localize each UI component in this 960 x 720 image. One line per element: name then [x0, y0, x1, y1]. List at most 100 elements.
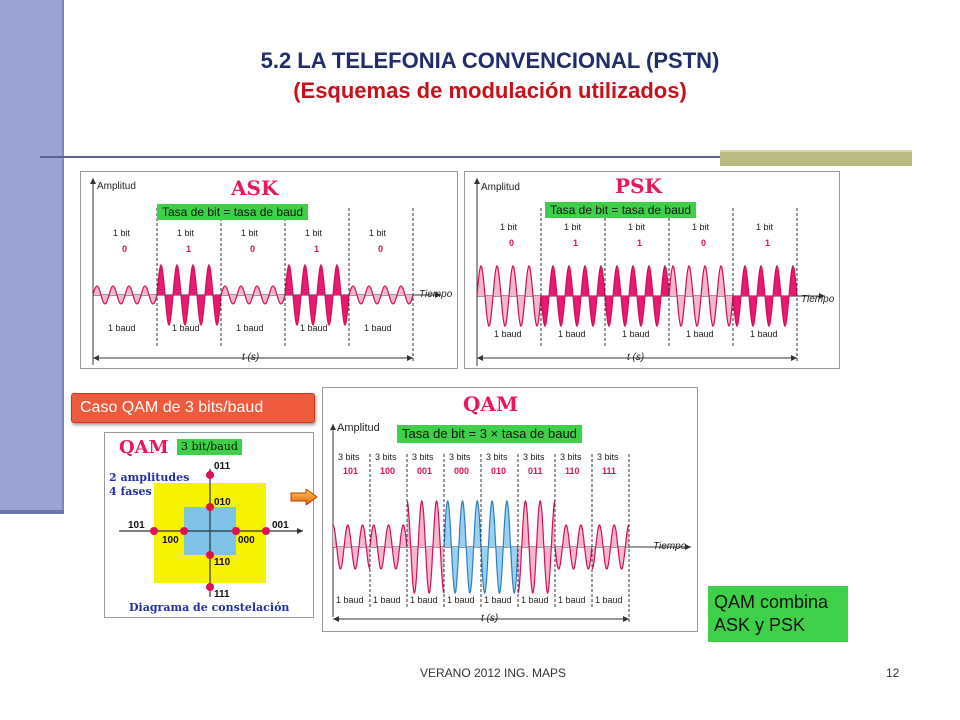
ask-t-label: t (s) — [242, 352, 260, 363]
psk-bit-value: 0 — [509, 238, 515, 248]
constellation-point-label: 011 — [214, 461, 231, 472]
qam-time-axis-arrow — [685, 544, 691, 550]
slide-title-line1: 5.2 LA TELEFONIA CONVENCIONAL (PSTN) — [260, 48, 720, 73]
qam-note-line2: ASK y PSK — [714, 615, 806, 635]
qam-signal-segment — [332, 524, 371, 570]
ask-duration-arrow-right — [407, 355, 413, 361]
qam-signal-fill — [370, 525, 407, 569]
ask-diagram: ASK Amplitud Tasa de bit = tasa de baud … — [80, 171, 458, 369]
qam-signal-segment — [554, 524, 593, 570]
qam-bits-label: 3 bits — [486, 452, 508, 462]
qam-symbol-value: 000 — [454, 466, 470, 476]
qam-signal-fill — [555, 525, 592, 569]
qam-baud-label: 1 baud — [410, 595, 438, 605]
ask-baud-label: 1 baud — [172, 323, 200, 333]
constellation-point-label: 111 — [214, 589, 230, 600]
qam-symbol-value: 101 — [343, 466, 359, 476]
qam-waveform-svg — [330, 424, 691, 623]
psk-bit-value: 1 — [765, 238, 771, 248]
ask-amplitude-label: Amplitud — [97, 181, 136, 192]
constellation-point — [206, 503, 214, 511]
qam-bits-label: 3 bits — [597, 452, 619, 462]
ask-baud-label: 1 baud — [236, 323, 264, 333]
psk-bit-label: 1 bit — [692, 222, 710, 232]
qam-time-label: Tiempo — [653, 541, 687, 552]
qam-bits-label: 3 bits — [523, 452, 545, 462]
ask-bit-label: 1 bit — [305, 228, 323, 238]
slide-page-number: 12 — [886, 666, 900, 680]
qam-rate-box: Tasa de bit = 3 × tasa de baud — [397, 425, 582, 443]
left-accent-bar — [0, 0, 64, 513]
qam-baud-label: 1 baud — [373, 595, 401, 605]
ask-bit-value: 0 — [378, 244, 384, 254]
ask-bit-label: 1 bit — [241, 228, 259, 238]
psk-signal-segment — [604, 264, 670, 328]
constellation-svg — [119, 469, 303, 597]
psk-baud-label: 1 baud — [750, 329, 778, 339]
qam-signal-segment — [591, 524, 630, 570]
constellation-desc-line2: 4 fases — [109, 485, 152, 498]
constellation-point — [150, 527, 158, 535]
constellation-point-label: 100 — [162, 535, 179, 546]
ask-signal-segment — [92, 285, 158, 305]
psk-bit-value: 0 — [701, 238, 707, 248]
psk-bit-label: 1 bit — [500, 222, 518, 232]
slide-footer: VERANO 2012 ING. MAPS — [420, 666, 567, 680]
ask-signal-segment — [156, 263, 222, 327]
qam-bits-label: 3 bits — [449, 452, 471, 462]
slide-title-line2: (Esquemas de modulación utilizados) — [293, 78, 687, 103]
qam-signal-fill — [481, 501, 518, 593]
ask-waveform-svg — [90, 178, 441, 365]
constellation-point-label: 000 — [238, 535, 255, 546]
ask-time-label: Tiempo — [419, 289, 453, 300]
qam-symbol-value: 001 — [417, 466, 433, 476]
ask-baud-label: 1 baud — [108, 323, 136, 333]
qam-signal-segment — [443, 499, 482, 595]
constellation-point — [262, 527, 270, 535]
qam-bits-label: 3 bits — [560, 452, 582, 462]
ask-signal-segment — [284, 263, 350, 327]
arrow-right-icon — [290, 489, 318, 505]
psk-signal-segment — [540, 264, 606, 328]
qam-bits-label: 3 bits — [412, 452, 434, 462]
psk-signal-segment — [732, 264, 798, 328]
ask-bit-label: 1 bit — [113, 228, 131, 238]
qam-title: QAM — [463, 392, 519, 416]
qam-baud-label: 1 baud — [595, 595, 623, 605]
qam-symbol-value: 111 — [602, 466, 617, 476]
psk-bit-label: 1 bit — [628, 222, 646, 232]
constellation-point — [206, 471, 214, 479]
psk-rate-box: Tasa de bit = tasa de baud — [545, 202, 697, 218]
qam-baud-label: 1 baud — [558, 595, 586, 605]
title-rule — [40, 156, 720, 158]
psk-baud-label: 1 baud — [622, 329, 650, 339]
qam-baud-label: 1 baud — [484, 595, 512, 605]
qam-signal-fill — [444, 501, 481, 593]
qam-bits-label: 3 bits — [375, 452, 397, 462]
ask-bit-value: 0 — [122, 244, 128, 254]
qam-constellation-diagram: QAM 3 bit/baud 2 amplitudes 4 fases Diag… — [104, 432, 314, 618]
constellation-point — [232, 527, 240, 535]
ask-signal-segment — [348, 285, 414, 305]
constellation-badge: 3 bit/baud — [177, 439, 242, 455]
ask-signal-segment — [220, 285, 286, 305]
psk-bit-value: 1 — [637, 238, 643, 248]
psk-duration-arrow-left — [477, 355, 483, 361]
psk-time-label: Tiempo — [801, 294, 835, 305]
qam-y-axis-arrow — [330, 424, 336, 430]
qam-amplitude-label: Amplitud — [337, 422, 380, 434]
ask-duration-arrow-left — [93, 355, 99, 361]
qam-waveform-diagram: QAM Amplitud Tasa de bit = 3 × tasa de b… — [322, 387, 698, 632]
constellation-i-axis-arrow — [297, 528, 303, 534]
ask-bit-value: 1 — [186, 244, 192, 254]
psk-baud-label: 1 baud — [558, 329, 586, 339]
qam-note-line1: QAM combina — [714, 592, 829, 612]
qam-symbol-value: 011 — [528, 466, 543, 476]
qam-symbol-value: 110 — [565, 466, 580, 476]
constellation-title: QAM — [119, 437, 169, 458]
qam-symbol-value: 010 — [491, 466, 507, 476]
constellation-point — [206, 583, 214, 591]
qam-signal-segment — [480, 499, 519, 595]
qam-bits-label: 3 bits — [338, 452, 360, 462]
psk-y-axis-arrow — [474, 178, 480, 184]
